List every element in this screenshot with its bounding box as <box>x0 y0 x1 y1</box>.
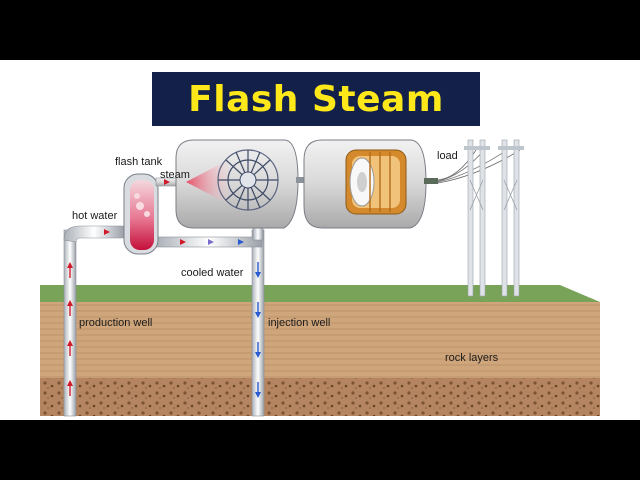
rock-layers-label: rock layers <box>445 352 499 364</box>
cooled-flow-arrows <box>180 239 261 398</box>
generator <box>303 139 427 229</box>
production-flow-arrows <box>67 229 110 396</box>
rock-layer <box>40 378 600 416</box>
steam-jet <box>186 160 228 204</box>
flash-steam-diagram <box>40 139 600 417</box>
soil-layer <box>40 302 600 380</box>
steam-label: steam <box>160 169 190 181</box>
utility-poles <box>464 139 524 297</box>
top-letterbox-bar <box>0 0 640 60</box>
production-well-label: production well <box>79 317 153 329</box>
grass-surface <box>40 285 600 302</box>
injection-well-label: injection well <box>268 317 331 329</box>
cooled-water-label: cooled water <box>181 267 244 279</box>
load-label: load <box>437 150 458 162</box>
bottom-letterbox-bar <box>0 420 640 480</box>
generator-output <box>424 178 438 184</box>
flash-tank <box>123 173 159 255</box>
hot-water-pipe <box>63 225 125 243</box>
steam-flow-arrow <box>164 179 170 185</box>
title-banner: Flash Steam <box>152 72 480 126</box>
diagram-title: Flash Steam <box>188 78 444 120</box>
flash-tank-label: flash tank <box>115 156 163 168</box>
hot-water-label: hot water <box>72 210 118 222</box>
turbine <box>175 139 299 229</box>
